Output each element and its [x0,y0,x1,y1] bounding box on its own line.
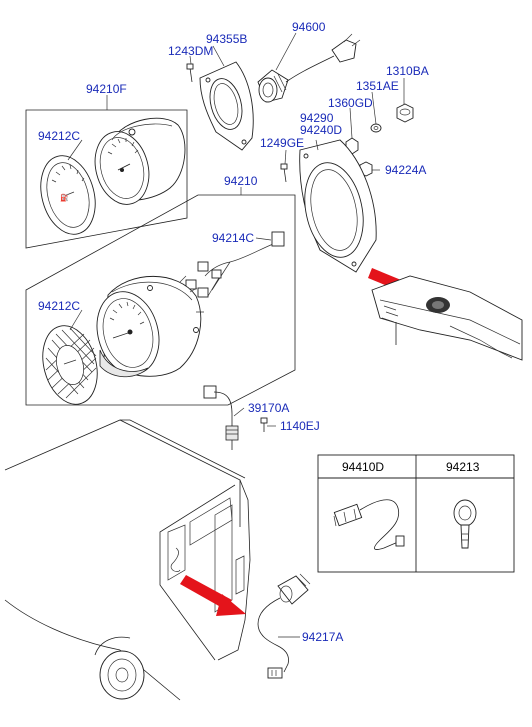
gauge-face-bottom [42,325,98,405]
label-94210F: 94210F [86,82,127,96]
nut-1310BA [396,103,414,123]
label-94212C-bottom: 94212C [38,299,80,313]
table-header-94410D: 94410D [342,460,384,474]
washer-1351AE [370,123,382,133]
dashboard-view [371,275,523,361]
parts-table [317,454,515,573]
screw-1243DM [186,63,194,83]
label-94214C: 94214C [212,231,254,245]
label-1310BA: 1310BA [386,64,429,78]
sensor-94217A [257,573,311,679]
cluster-box-94210 [25,194,296,406]
label-94212C-top: 94212C [38,129,80,143]
screw-1140EJ [260,417,268,432]
bulb-socket-assembly [185,231,285,298]
label-1140EJ: 1140EJ [280,419,320,433]
sensor-39170A [203,385,239,450]
table-header-94213: 94213 [446,460,480,474]
svg-text:⛽: ⛽ [60,193,69,202]
label-94240D: 94240D [300,123,342,137]
part-labels: 94355B 94600 1243DM 1310BA 94210F 1351AE… [38,20,480,644]
pointer-arrow-sensor [180,575,246,616]
label-1351AE: 1351AE [356,79,399,93]
label-39170A: 39170A [248,401,289,415]
label-1243DM: 1243DM [168,44,213,58]
label-94210: 94210 [224,174,258,188]
label-94224A: 94224A [385,163,426,177]
switch-94410D [333,499,405,550]
cluster-box-94210F [25,109,188,249]
bracket-94355B [199,61,254,151]
label-94600: 94600 [292,20,326,34]
screw-1249GE [280,163,288,183]
label-1249GE: 1249GE [260,136,304,150]
label-94217A: 94217A [302,630,343,644]
gauge-housing-top [94,117,186,205]
leader-lines [67,32,405,638]
connector-94600 [257,33,361,103]
vehicle-rear [4,419,251,701]
cluster-assembly [96,275,204,378]
bracket-94290-94240D [299,139,377,273]
label-94355B: 94355B [206,32,247,46]
gauge-face-top: ⛽ [40,155,96,235]
label-1360GD: 1360GD [328,96,373,110]
label-94290: 94290 [300,111,334,125]
tool-94213 [453,499,477,549]
